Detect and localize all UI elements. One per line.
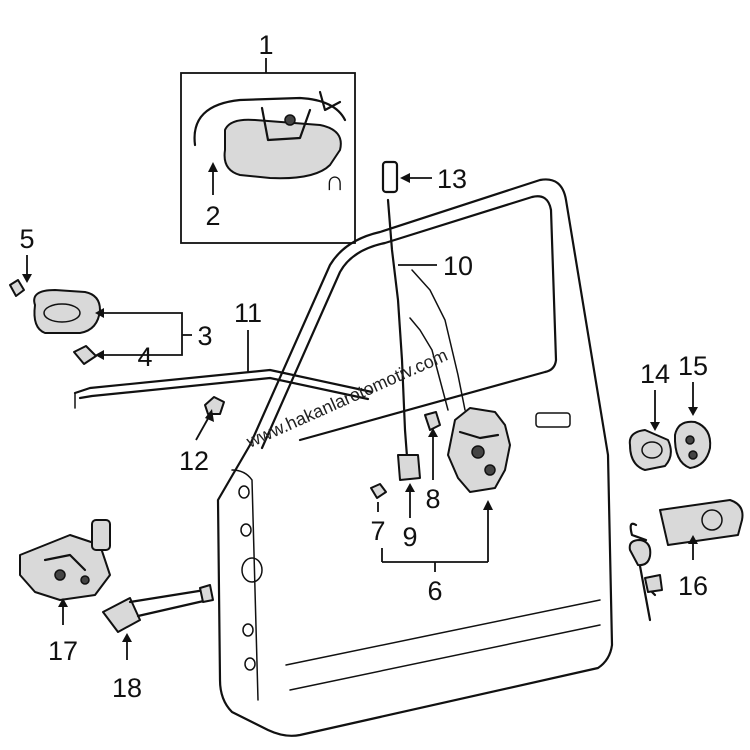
- callout-18: 18: [112, 673, 142, 703]
- callout-6: 6: [427, 576, 442, 606]
- callout-1: 1: [258, 30, 273, 60]
- callout-11: 11: [234, 298, 262, 328]
- svg-text:∩: ∩: [325, 166, 344, 196]
- inside-handle-group: [9, 279, 101, 365]
- outside-handle-group: ∩: [180, 72, 356, 244]
- lock-cylinder-group: [628, 499, 744, 622]
- callout-14: 14: [640, 359, 670, 389]
- door-shell: [216, 178, 614, 737]
- check-strap-18: [102, 584, 214, 633]
- callout-16: 16: [678, 571, 708, 601]
- callout-9: 9: [402, 522, 417, 552]
- hinge-17: [19, 519, 111, 601]
- callout-7: 7: [370, 516, 385, 546]
- callout-5: 5: [19, 224, 34, 254]
- watermark-text: www.hakanlarotomotiv.com: [243, 345, 451, 452]
- callout-17: 17: [48, 636, 78, 666]
- callout-8: 8: [425, 484, 440, 514]
- leader-lines: [22, 58, 698, 660]
- latch-group: [370, 407, 511, 499]
- remote-rod: [73, 368, 374, 409]
- callout-12: 12: [179, 446, 209, 476]
- callout-4: 4: [137, 342, 152, 372]
- callout-13: 13: [437, 164, 467, 194]
- callout-2: 2: [205, 201, 220, 231]
- callout-15: 15: [678, 351, 708, 381]
- callout-labels: 1 2 3 4 5 6 7 8 9 10 11 12 13 14 15 16 1…: [19, 30, 708, 703]
- callout-3: 3: [197, 321, 212, 351]
- callout-10: 10: [443, 251, 473, 281]
- lock-rod-group: [381, 160, 466, 472]
- clip-12: [204, 396, 225, 415]
- lock-trim-group: [628, 420, 712, 471]
